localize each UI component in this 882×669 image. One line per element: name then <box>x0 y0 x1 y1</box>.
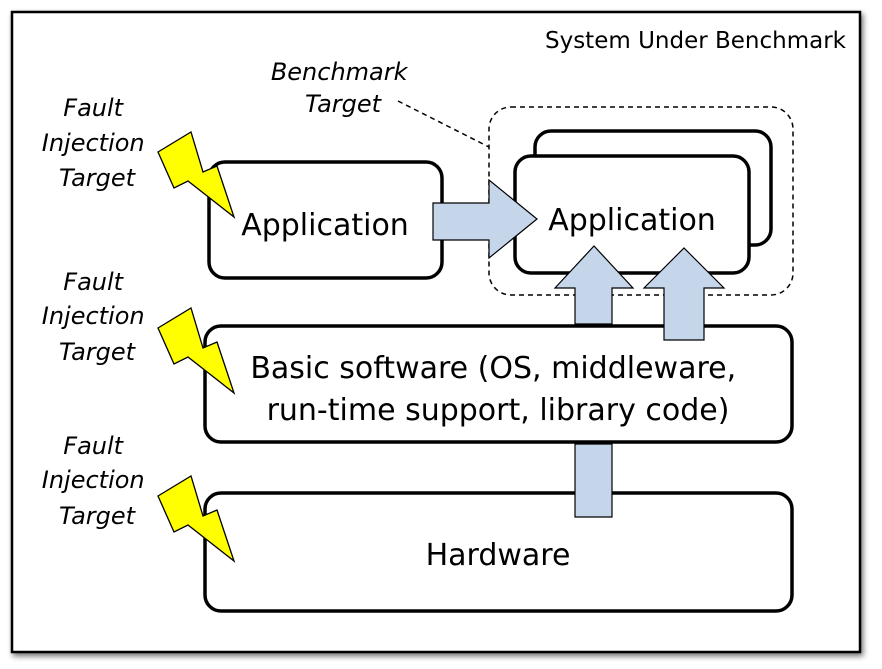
fault-injection-label-application: Fault Injection Target <box>42 94 153 192</box>
benchmark-target-label: Benchmark Target <box>271 58 415 118</box>
hardware-box <box>203 491 794 613</box>
application-to-application-arrow <box>432 178 538 260</box>
fault-injection-application: Fault Injection Target <box>42 94 236 219</box>
fault-injection-hardware: Fault Injection Target <box>42 432 236 563</box>
fault-injection-basic-software: Fault Injection Target <box>42 268 236 395</box>
benchmark-target-connector <box>397 100 490 148</box>
fault-injection-label-hardware: Fault Injection Target <box>42 432 153 530</box>
lightning-bolt-icon <box>157 475 236 563</box>
basic-software-label: Basic software (OS, middleware, run-time… <box>250 351 745 428</box>
software-to-application-arrow-left <box>553 245 635 325</box>
fault-injection-label-basic-software: Fault Injection Target <box>42 268 153 366</box>
system-under-benchmark-label: System Under Benchmark <box>545 28 847 54</box>
lightning-bolt-icon <box>157 307 236 395</box>
hardware-to-software-arrow <box>574 443 613 518</box>
application-right-label: Application <box>548 203 716 238</box>
basic-software-box <box>203 324 794 444</box>
lightning-bolt-icon <box>157 131 236 219</box>
application-left-label: Application <box>241 208 409 243</box>
hardware-label: Hardware <box>426 538 571 573</box>
software-to-application-arrow-right <box>642 247 726 341</box>
